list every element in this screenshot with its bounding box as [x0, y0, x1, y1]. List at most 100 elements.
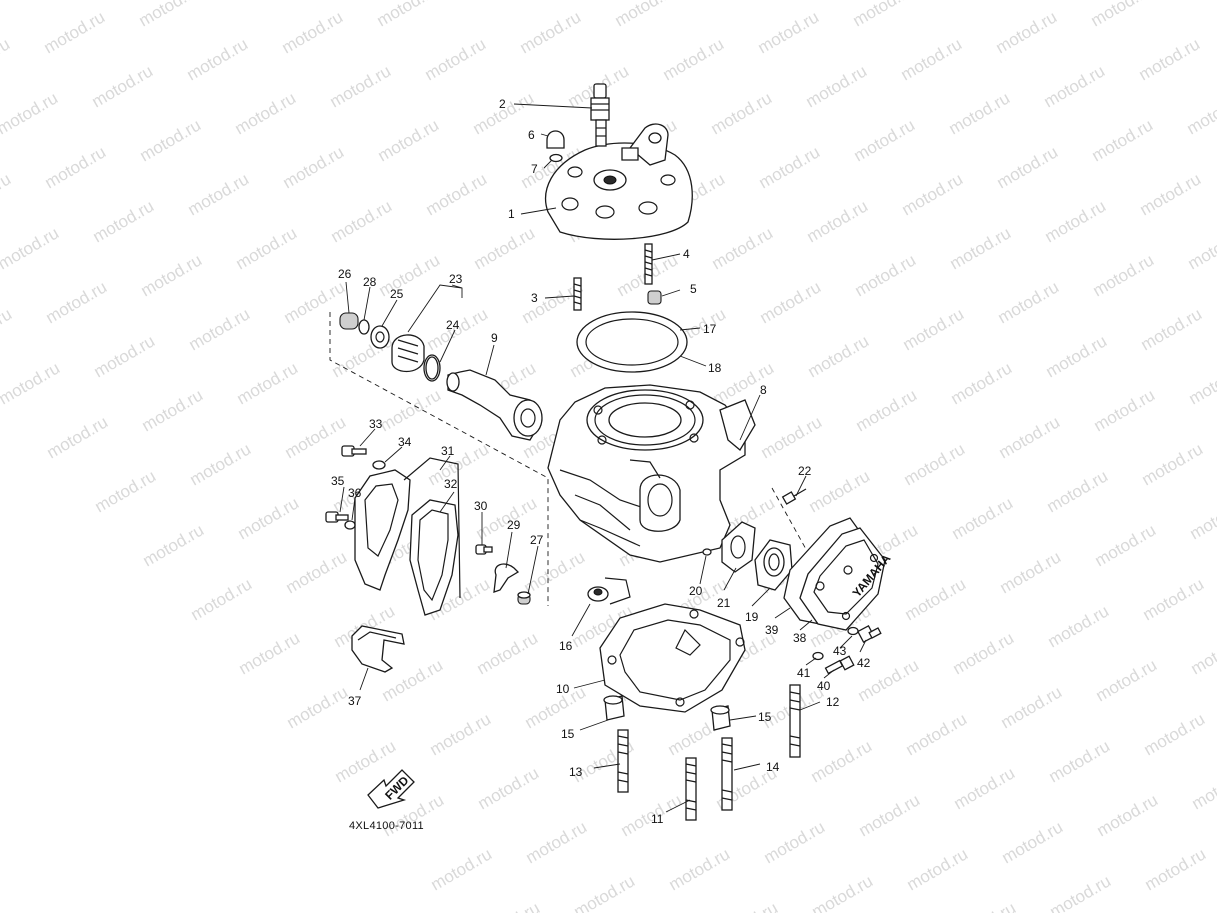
- watermark-text: motod.ru: [952, 898, 1020, 913]
- bolt-40: [824, 655, 855, 675]
- callout-4: 4: [683, 247, 690, 261]
- watermark-text: motod.ru: [140, 520, 208, 570]
- callout-17: 17: [703, 322, 717, 336]
- callout-31: 31: [441, 444, 455, 458]
- watermark-text: motod.ru: [282, 412, 350, 462]
- watermark-text: motod.ru: [1142, 844, 1210, 894]
- callout-15-right: 15: [758, 710, 772, 724]
- watermark-text: motod.ru: [1094, 790, 1162, 840]
- watermark-text: motod.ru: [231, 0, 299, 3]
- callout-42: 42: [857, 656, 871, 670]
- power-valve-assy: [329, 312, 549, 606]
- head-gasket: [576, 311, 688, 373]
- stud-bolt-11: [685, 757, 697, 821]
- watermark-text: motod.ru: [0, 304, 15, 354]
- watermark-text: motod.ru: [332, 736, 400, 786]
- watermark-text: motod.ru: [902, 574, 970, 624]
- watermark-text: motod.ru: [998, 682, 1066, 732]
- watermark-text: motod.ru: [660, 34, 728, 84]
- bolt-35: [325, 511, 349, 523]
- watermark-text: motod.ru: [0, 34, 13, 84]
- callout-25: 25: [390, 287, 404, 301]
- callout-6: 6: [528, 128, 535, 142]
- callout-38: 38: [793, 631, 807, 645]
- watermark-text: motod.ru: [186, 304, 254, 354]
- watermark-text: motod.ru: [666, 844, 734, 894]
- watermark-text: motod.ru: [1187, 493, 1217, 543]
- watermark-text: motod.ru: [1047, 871, 1115, 913]
- callout-26: 26: [338, 267, 352, 281]
- dowel-pin: [647, 290, 662, 305]
- callout-34: 34: [398, 435, 412, 449]
- callout-9: 9: [491, 331, 498, 345]
- exhaust-gasket: [721, 521, 756, 573]
- watermark-text: motod.ru: [804, 196, 872, 246]
- watermark-text: motod.ru: [139, 385, 207, 435]
- watermark-text: motod.ru: [0, 0, 60, 3]
- watermark-text: motod.ru: [1042, 196, 1110, 246]
- watermark-text: motod.ru: [993, 7, 1061, 57]
- watermark-text: motod.ru: [475, 763, 543, 813]
- watermark-text: motod.ru: [428, 844, 496, 894]
- watermark-text: motod.ru: [42, 142, 110, 192]
- watermark-text: motod.ru: [232, 88, 300, 138]
- watermark-text: motod.ru: [279, 7, 347, 57]
- watermark-text: motod.ru: [44, 412, 112, 462]
- exhaust-valve-cover: [354, 469, 411, 591]
- watermark-text: motod.ru: [1140, 574, 1208, 624]
- watermark-text: motod.ru: [375, 115, 443, 165]
- watermark-text: motod.ru: [41, 7, 109, 57]
- callout-15-left: 15: [561, 727, 575, 741]
- stud-bolt-12: [789, 684, 801, 758]
- watermark-text: motod.ru: [994, 142, 1062, 192]
- watermark-text: motod.ru: [1044, 466, 1112, 516]
- callout-30: 30: [474, 499, 488, 513]
- dowel-15-right: [710, 705, 731, 731]
- washer-34: [372, 460, 386, 470]
- callout-22: 22: [798, 464, 812, 478]
- bracket-37: [351, 625, 405, 673]
- watermark-text: motod.ru: [379, 655, 447, 705]
- watermark-text: motod.ru: [0, 358, 63, 408]
- watermark-text: motod.ru: [138, 250, 206, 300]
- watermark-text: motod.ru: [1184, 88, 1217, 138]
- watermark-text: motod.ru: [950, 628, 1018, 678]
- watermark-text: motod.ru: [851, 115, 919, 165]
- watermark-text: motod.ru: [856, 790, 924, 840]
- callout-12: 12: [826, 695, 840, 709]
- callout-8: 8: [760, 383, 767, 397]
- washer-41: [812, 651, 824, 661]
- bolt-22: [781, 488, 807, 505]
- callout-19: 19: [745, 610, 759, 624]
- watermark-text: motod.ru: [1043, 331, 1111, 381]
- watermark-text: motod.ru: [1138, 304, 1206, 354]
- callout-27: 27: [530, 533, 544, 547]
- watermark-text: motod.ru: [901, 439, 969, 489]
- watermark-text: motod.ru: [1188, 628, 1217, 678]
- callout-labels: 2 6 7 1 3 4 5 17 18 8 9 26 28 25 23 24 3…: [331, 97, 871, 826]
- watermark-text: motod.ru: [1190, 898, 1217, 913]
- callout-29: 29: [507, 518, 521, 532]
- callout-40: 40: [817, 679, 831, 693]
- dowel-15-left: [603, 695, 625, 721]
- watermark-text: motod.ru: [469, 0, 537, 3]
- callout-2: 2: [499, 97, 506, 111]
- exhaust-valve: [446, 369, 543, 441]
- watermark-text: motod.ru: [946, 88, 1014, 138]
- exhaust-joint: [754, 539, 793, 591]
- watermark-text: motod.ru: [755, 7, 823, 57]
- watermark-text: motod.ru: [853, 385, 921, 435]
- watermark-text: motod.ru: [233, 223, 301, 273]
- nut: [587, 586, 609, 602]
- watermark-text: motod.ru: [521, 547, 589, 597]
- watermark-text: motod.ru: [236, 628, 304, 678]
- watermark-text: motod.ru: [1041, 61, 1109, 111]
- callout-36: 36: [348, 486, 362, 500]
- gasket-bracket: [403, 457, 461, 599]
- watermark-text: motod.ru: [1092, 520, 1160, 570]
- watermark-text: motod.ru: [0, 169, 14, 219]
- watermark-text: motod.ru: [377, 385, 445, 435]
- stud-bolt-13: [617, 729, 629, 793]
- watermark-text: motod.ru: [284, 682, 352, 732]
- callout-23: 23: [449, 272, 463, 286]
